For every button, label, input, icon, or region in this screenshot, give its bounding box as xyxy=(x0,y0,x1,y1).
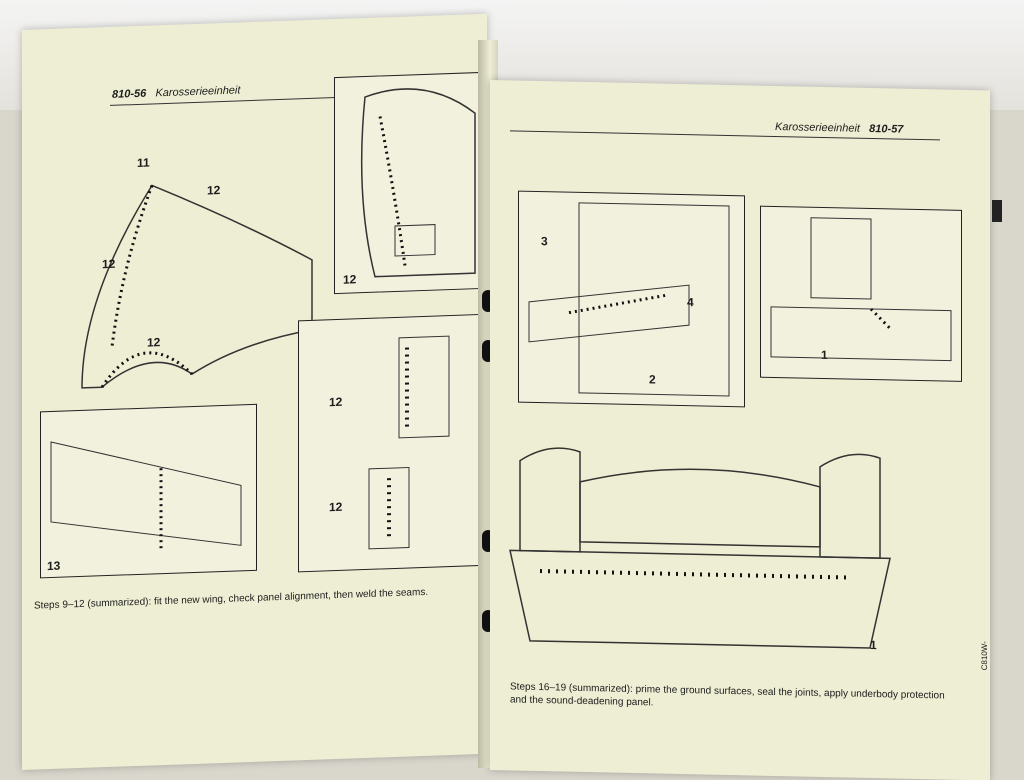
left-page-number: 810-56 xyxy=(112,87,147,101)
callout-1-a: 1 xyxy=(821,347,828,363)
callout-3: 3 xyxy=(541,234,548,249)
callout-1-b: 1 xyxy=(870,637,877,653)
callout-11: 11 xyxy=(137,155,150,170)
figure-rear-interior: 3 4 2 xyxy=(518,190,745,408)
figure-code: C810W-4553 xyxy=(980,641,990,671)
figure-13: 13 xyxy=(40,403,257,579)
rear-body-drawing xyxy=(509,447,891,649)
quarter-panel-drawing xyxy=(81,184,313,389)
corner-drawing xyxy=(770,217,952,362)
right-page-number: 810-57 xyxy=(869,122,904,136)
callout-4: 4 xyxy=(687,295,694,310)
figure-label-12: 12 xyxy=(343,272,357,287)
index-tab xyxy=(992,200,1002,222)
figure-12-detail-bottom: 12 12 xyxy=(298,314,480,573)
right-summary: Steps 16–19 (summarized): prime the grou… xyxy=(510,681,945,709)
callout-2: 2 xyxy=(649,372,656,387)
figure-12-detail-top: 12 xyxy=(334,71,486,295)
figure-corner-detail: 1 xyxy=(760,205,962,382)
callout-12-c: 12 xyxy=(147,335,161,350)
callout-12-b: 12 xyxy=(102,256,116,272)
callout-12-e: 12 xyxy=(329,499,343,515)
left-page: 810-56 Karosserieeinheit 12 11 12 12 12 … xyxy=(22,13,487,771)
left-page-header: 810-56 Karosserieeinheit xyxy=(112,84,240,100)
weld-points-drawing xyxy=(368,335,450,550)
interior-drawing xyxy=(528,202,730,397)
right-section-title: Karosserieeinheit xyxy=(775,120,860,135)
callout-12-a: 12 xyxy=(207,183,221,198)
left-section-title: Karosserieeinheit xyxy=(155,84,241,100)
pillar-drawing xyxy=(360,88,476,278)
callout-12-d: 12 xyxy=(329,394,343,410)
left-summary: Steps 9–12 (summarized): fit the new win… xyxy=(34,586,429,612)
figure-label-13: 13 xyxy=(47,558,61,574)
sill-drawing xyxy=(50,441,242,549)
right-page-header: Karosserieeinheit 810-57 xyxy=(775,121,903,136)
right-page: Karosserieeinheit 810-57 3 4 2 1 1 C810W… xyxy=(490,80,990,780)
